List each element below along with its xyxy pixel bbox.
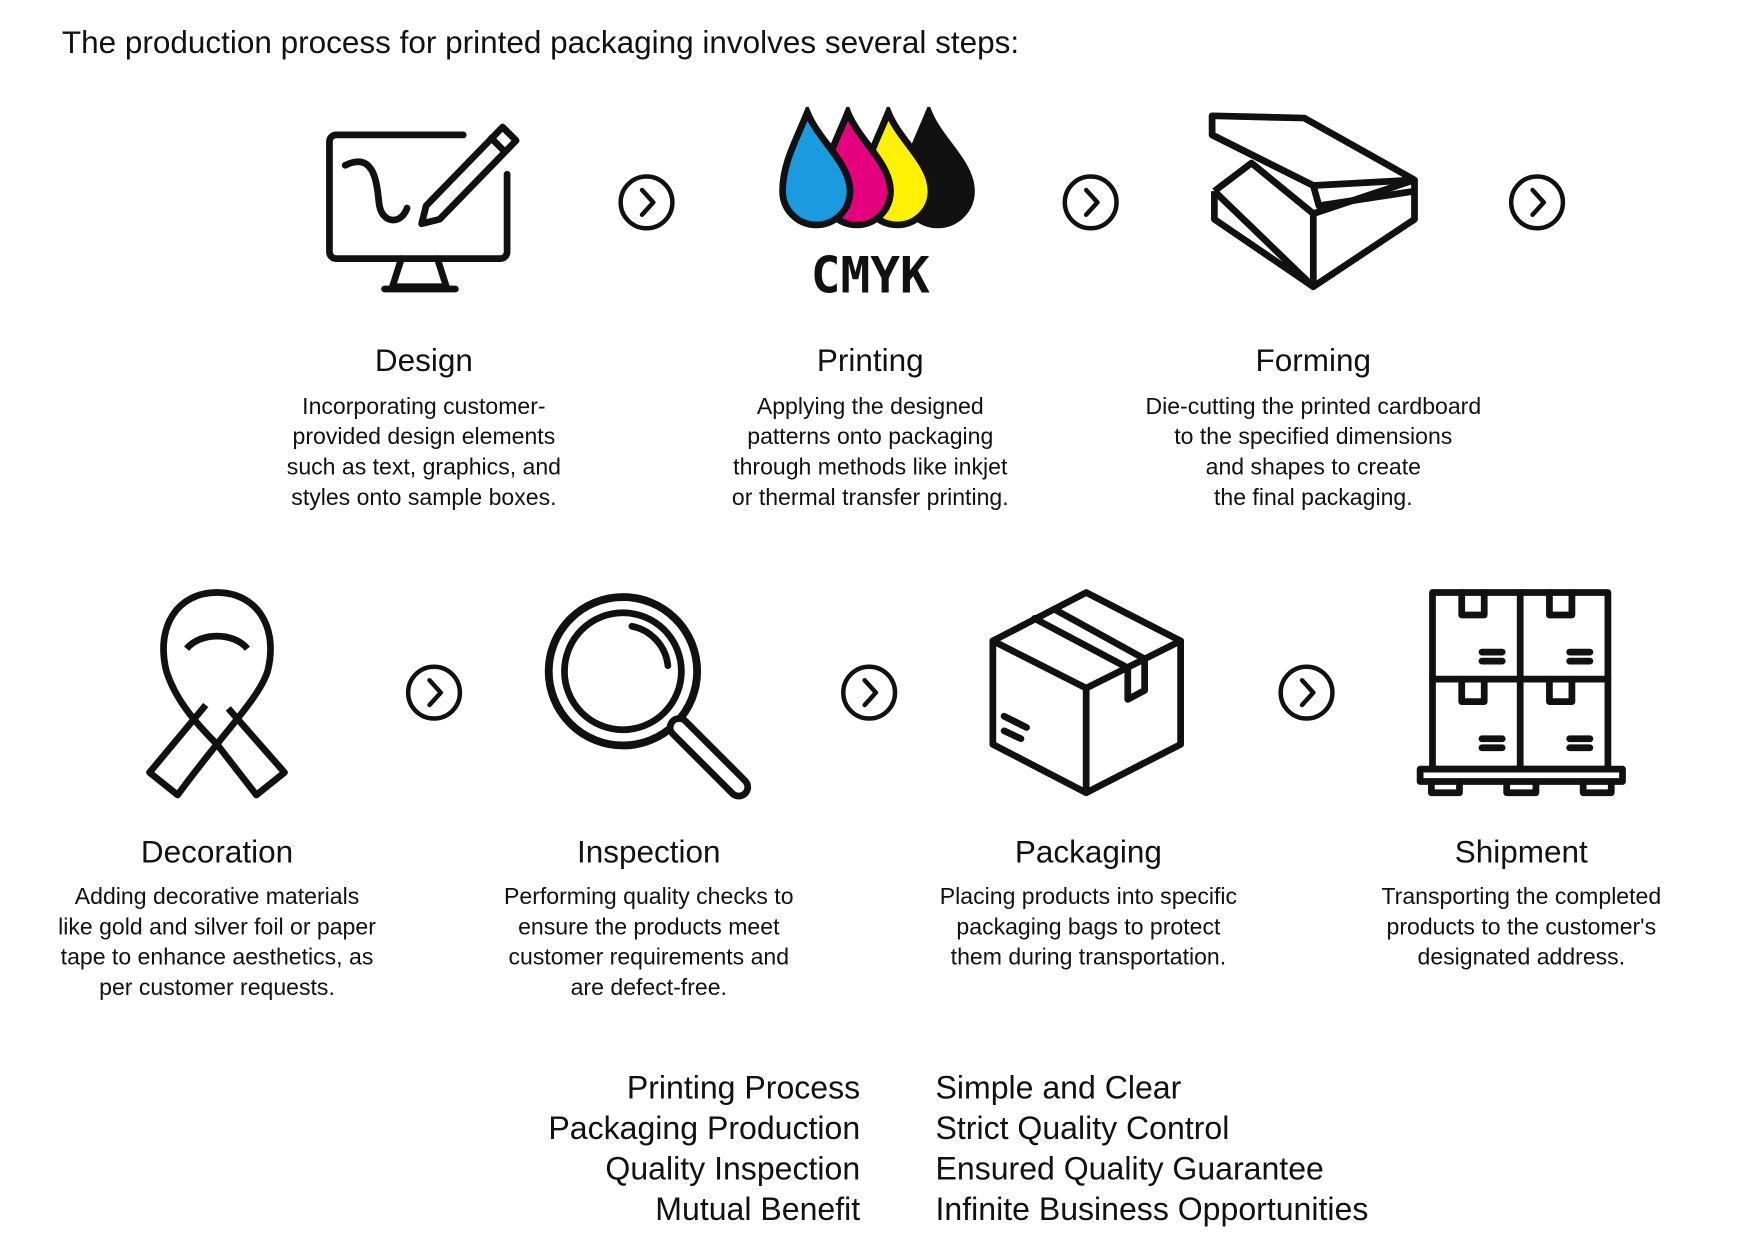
step-description: Applying the designed patterns onto packa… <box>657 391 1084 512</box>
step-title: Shipment <box>1454 834 1588 870</box>
desc-line: to the specified dimensions <box>1174 423 1453 450</box>
desc-line: Performing quality checks to <box>503 883 794 910</box>
desc-line: are defect-free. <box>570 974 727 1001</box>
desc-line: like gold and silver foil or paper <box>58 914 376 940</box>
chevron-right-circle-icon <box>618 174 675 231</box>
sealed-box-icon <box>989 589 1184 797</box>
summary-item: Printing Process <box>626 1070 861 1107</box>
step-decoration: Decoration Adding decorative materials li… <box>3 587 430 1014</box>
step-description: Incorporating customer-provided design e… <box>210 391 637 512</box>
desc-line: the final packaging. <box>1213 484 1413 511</box>
step-forming: Forming Die-cutting the printed cardboar… <box>1100 107 1527 523</box>
desc-line: Applying the designed <box>756 393 984 420</box>
desc-line: or thermal transfer printing. <box>731 484 1009 511</box>
step-title: Decoration <box>140 834 294 870</box>
chevron-right-circle-icon <box>1062 174 1119 231</box>
magnifier-icon <box>544 593 752 800</box>
desc-line: per customer requests. <box>99 974 335 1001</box>
step-title: Inspection <box>577 834 721 870</box>
desc-line: patterns onto packaging <box>747 423 994 450</box>
summary-item: Infinite Business Opportunities <box>935 1191 1369 1228</box>
chevron-right-circle-icon <box>405 664 463 721</box>
summary-right-column: Simple and Clear Strict Quality Control … <box>936 1068 1369 1230</box>
desc-line: them during transportation. <box>950 944 1227 971</box>
step-description: Die-cutting the printed cardboard to the … <box>1100 391 1527 512</box>
step-title: Forming <box>1255 342 1372 378</box>
summary-item: Quality Inspection <box>605 1151 861 1188</box>
step-description: Adding decorative materials like gold and… <box>3 882 430 1003</box>
desc-line: Transporting the completed <box>1381 883 1662 910</box>
summary-item: Ensured Quality Guarantee <box>935 1151 1324 1188</box>
summary-item: Packaging Production <box>548 1110 861 1147</box>
desc-line: such as text, graphics, and <box>286 454 561 481</box>
step-printing: CMYK Printing Applying the designed patte… <box>657 106 1084 523</box>
desc-line: ensure the products meet <box>518 914 780 940</box>
cmyk-ink-drops-icon: CMYK <box>779 106 975 304</box>
step-title: Design <box>374 342 473 378</box>
step-shipment: Shipment Transporting the completed produ… <box>1308 587 1735 1014</box>
chevron-right-circle-icon <box>1278 664 1335 721</box>
desc-line: packaging bags to protect <box>956 914 1221 940</box>
step-title: Printing <box>816 342 924 378</box>
step-description: Transporting the completed products to th… <box>1308 882 1735 973</box>
step-description: Placing products into specific packaging … <box>875 882 1302 973</box>
desc-line: products to the customer's <box>1386 914 1657 940</box>
ribbon-icon <box>146 589 288 799</box>
desc-line: Die-cutting the printed cardboard <box>1145 393 1482 420</box>
cmyk-label: CMYK <box>811 246 930 303</box>
desc-line: provided design elements <box>292 423 556 450</box>
chevron-right-circle-icon <box>1508 174 1566 231</box>
desc-line: and shapes to create <box>1205 454 1421 481</box>
chevron-right-circle-icon <box>841 664 898 721</box>
step-description: Performing quality checks to ensure the p… <box>435 882 862 1003</box>
desc-line: styles onto sample boxes. <box>291 484 557 511</box>
open-box-icon <box>1208 112 1418 291</box>
summary-left-column: Printing Process Packaging Production Qu… <box>548 1068 860 1230</box>
page-title: The production process for printed packa… <box>61 24 1020 60</box>
desc-line: tape to enhance aesthetics, as <box>60 944 374 971</box>
pallet-boxes-icon <box>1416 589 1626 797</box>
step-title: Packaging <box>1014 834 1162 870</box>
desc-line: Incorporating customer- <box>302 393 546 420</box>
desc-line: Placing products into specific <box>939 883 1238 910</box>
step-packaging: Packaging Placing products into specific… <box>875 587 1302 1014</box>
desc-line: customer requirements and <box>508 944 790 971</box>
desc-line: through methods like inkjet <box>733 454 1008 481</box>
summary-item: Mutual Benefit <box>655 1191 861 1228</box>
desc-line: designated address. <box>1417 944 1626 971</box>
step-design: Design Incorporating customer-provided d… <box>210 107 637 523</box>
step-inspection: Inspection Performing quality checks to e… <box>435 587 862 1014</box>
desc-line: Adding decorative materials <box>74 883 360 910</box>
summary-item: Strict Quality Control <box>935 1110 1230 1147</box>
monitor-pen-icon <box>326 123 520 293</box>
summary-item: Simple and Clear <box>935 1070 1182 1107</box>
